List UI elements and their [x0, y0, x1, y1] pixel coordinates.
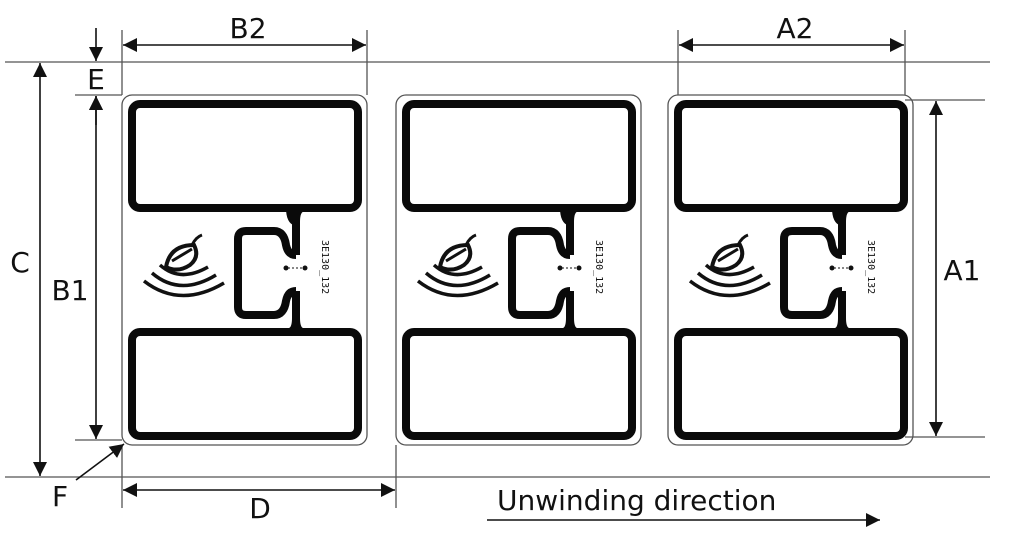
svg-text:B2: B2 — [229, 12, 266, 45]
chip-text-2: 3E130_132 — [593, 240, 604, 294]
dimension-a1: A1 — [929, 101, 981, 436]
svg-text:A2: A2 — [777, 12, 814, 45]
unwinding-direction: Unwinding direction — [487, 484, 880, 527]
chip-text-1: 3E130_132 — [319, 240, 330, 294]
dimension-a2: A2 — [679, 12, 904, 52]
dimension-d: D — [123, 483, 395, 525]
chip-text-3: 3E130_132 — [865, 240, 876, 294]
dimension-b1: B1 — [51, 96, 103, 439]
dimension-f: F — [52, 443, 125, 513]
svg-text:B1: B1 — [51, 274, 88, 307]
svg-text:D: D — [249, 492, 271, 525]
svg-text:A1: A1 — [944, 254, 981, 287]
dimension-c: C — [10, 63, 47, 476]
svg-text:Unwinding direction: Unwinding direction — [497, 484, 776, 517]
svg-text:F: F — [52, 480, 68, 513]
dimension-b2: B2 — [123, 12, 366, 52]
svg-text:C: C — [10, 246, 30, 279]
svg-text:E: E — [87, 63, 105, 96]
